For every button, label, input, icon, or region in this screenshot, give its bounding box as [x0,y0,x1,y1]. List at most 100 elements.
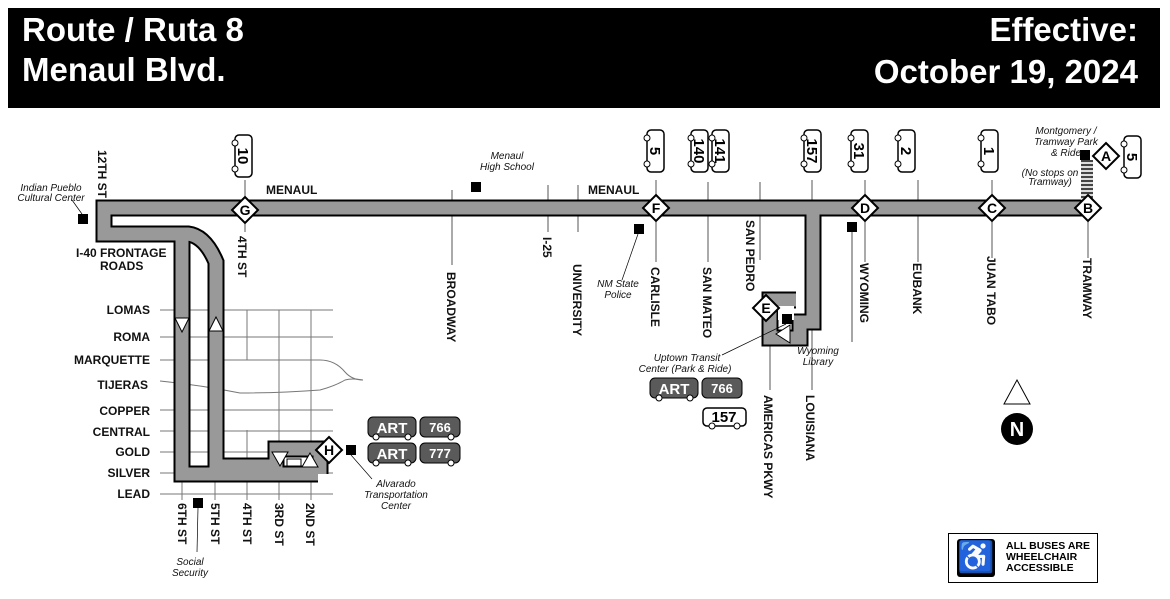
connecting-routes-r2-label: 2 [897,147,914,155]
downtown-streets-ew-0-label: LOMAS [107,303,150,317]
north-arrow-icon [1003,378,1031,405]
arrow-down-icon [271,451,289,468]
route-shield-5-montgomery: 5 [1120,135,1142,179]
timepoint-h: H [314,435,344,465]
accessibility-line: ACCESSIBLE [1006,562,1074,574]
landmarks-montgomery-2-label: & Ride [1051,148,1081,159]
landmarks-social-security-1-label: Security [172,568,209,579]
connecting-routes-r140-label: 140 [690,138,707,163]
art-badges-art-label: ART [377,446,408,463]
cross-streets-carlisle-label: CARLISLE [648,267,662,327]
timepoint-c: C [977,193,1007,223]
route-subtitle: Menaul Blvd. [22,51,226,88]
cross-streets-wyoming-label: WYOMING [857,263,871,323]
arrow-down-icon [174,317,190,334]
arrow-left-icon [775,324,791,344]
timepoints: A B C D E F G H [230,141,1121,465]
cross-streets-fourth-label: 4TH ST [235,236,249,278]
landmarks-ipcc-1-label: Cultural Center [17,193,85,204]
direction-arrows [174,315,791,468]
downtown-streets-ew-7-label: SILVER [108,466,151,480]
downtown-streets-ns-4-label: 2ND ST [303,503,317,546]
timepoint-f: F [641,193,671,223]
cross-streets-broadway-label: BROADWAY [444,272,458,342]
timepoint-a: A [1091,141,1121,171]
cross-streets-san-mateo-label: SAN MATEO [700,267,714,338]
art-badges-uptown-bus-label: 157 [711,409,736,426]
timepoint-g: G [230,195,260,225]
timepoints-0-label: A [1101,148,1111,164]
north-arrow: N [1001,378,1033,445]
connecting-routes-r5b-label: 5 [1123,153,1140,161]
landmarks-montgomery-0-label: Montgomery / [1035,126,1097,137]
art-badges-uptown-label: 766 [711,381,733,396]
landmark-leaders [71,199,853,553]
route-shield-141: 141 [708,129,730,173]
route-shield-31: 31 [847,129,869,173]
landmarks-no-stops-1-label: Tramway) [1028,177,1072,188]
accessibility-line: ALL BUSES ARE [1006,540,1091,552]
timepoints-4-label: E [761,300,770,316]
wheelchair-icon: ♿ [957,539,995,577]
downtown-streets-ew-5-label: CENTRAL [93,425,150,439]
arrow-up-icon [208,315,224,332]
landmarks-menaul-hs-0-label: Menaul [491,151,525,162]
menaul-label-west: MENAUL [266,183,317,197]
north-label: N [1010,419,1024,441]
downtown-streets-ns-3-label: 3RD ST [272,503,286,546]
timepoints-2-label: C [987,200,997,216]
cross-streets-tramway-label: TRAMWAY [1080,258,1094,319]
downtown-streets-ns-1-label: 5TH ST [208,503,222,545]
route-title: Route / Ruta 8 [22,11,244,48]
connecting-routes-r141-label: 141 [711,138,728,163]
landmarks-montgomery-1-label: Tramway Park [1034,137,1099,148]
connecting-routes-r5-label: 5 [646,147,663,155]
landmarks-alvarado-0-label: Alvarado [375,479,416,490]
landmarks-nm-police-1-label: Police [604,290,632,301]
landmarks-uptown-1-label: Center (Park & Ride) [639,364,732,375]
route-shield-2: 2 [894,129,916,173]
cross-streets-americas-label: AMERICAS PKWY [761,395,775,498]
downtown-streets-ew-6-label: GOLD [115,445,150,459]
cross-streets-louisiana-label: LOUISIANA [803,395,817,461]
street-labels: MENAUL MENAUL 12TH ST 4TH ST BROADWAY I-… [74,150,1094,546]
landmarks-alvarado-2-label: Center [381,501,412,512]
downtown-streets-ew-1-label: ROMA [113,330,150,344]
downtown-streets-ew-4-label: COPPER [99,404,150,418]
downtown-streets-ns-2-label: 4TH ST [240,503,254,545]
connecting-routes: 10 5 140 141 157 31 2 1 5 [231,129,1142,179]
accessibility-notice: ♿ ALL BUSES ARE WHEELCHAIR ACCESSIBLE [948,533,1098,583]
arrow-up-icon [301,451,319,468]
route-shield-140: 140 [687,129,709,173]
downtown-streets-ew-8-label: LEAD [117,487,150,501]
effective-date: October 19, 2024 [873,53,1138,90]
landmark-markers [78,150,1090,508]
header-banner: Route / Ruta 8 Menaul Blvd. Effective: O… [8,8,1160,108]
downtown-streets-ew-2-label: MARQUETTE [74,353,150,367]
art-766-alvarado: ART 766 [367,416,461,441]
route-shield-157: 157 [800,129,822,173]
route-shield-1: 1 [977,129,999,173]
landmarks-social-security-0-label: Social [176,557,204,568]
timepoints-7-label: H [324,442,334,458]
timepoints-6-label: G [240,202,251,218]
timepoints-1-label: B [1083,200,1093,216]
tramway-no-stop-segment [1081,160,1093,200]
route-shield-10: 10 [231,134,253,178]
connecting-routes-r10-label: 10 [234,148,251,165]
route-shield-5: 5 [643,129,665,173]
landmarks-wyoming-lib-1-label: Library [803,357,835,368]
art-badges-alvarado-2-label: 777 [429,446,451,461]
timepoint-b: B [1073,193,1103,223]
cross-streets-juan-tabo-label: JUAN TABO [984,256,998,325]
downtown-streets-ew-3-label: TIJERAS [97,378,148,392]
cross-streets-san-pedro-label: SAN PEDRO [743,220,757,291]
landmarks-uptown-0-label: Uptown Transit [654,353,722,364]
cross-streets-university-label: UNIVERSITY [570,264,584,336]
connecting-routes-r157-label: 157 [803,138,820,163]
accessibility-line: WHEELCHAIR [1006,551,1078,563]
route-shield-157-uptown: 157 [702,407,747,430]
menaul-label-east: MENAUL [588,183,639,197]
